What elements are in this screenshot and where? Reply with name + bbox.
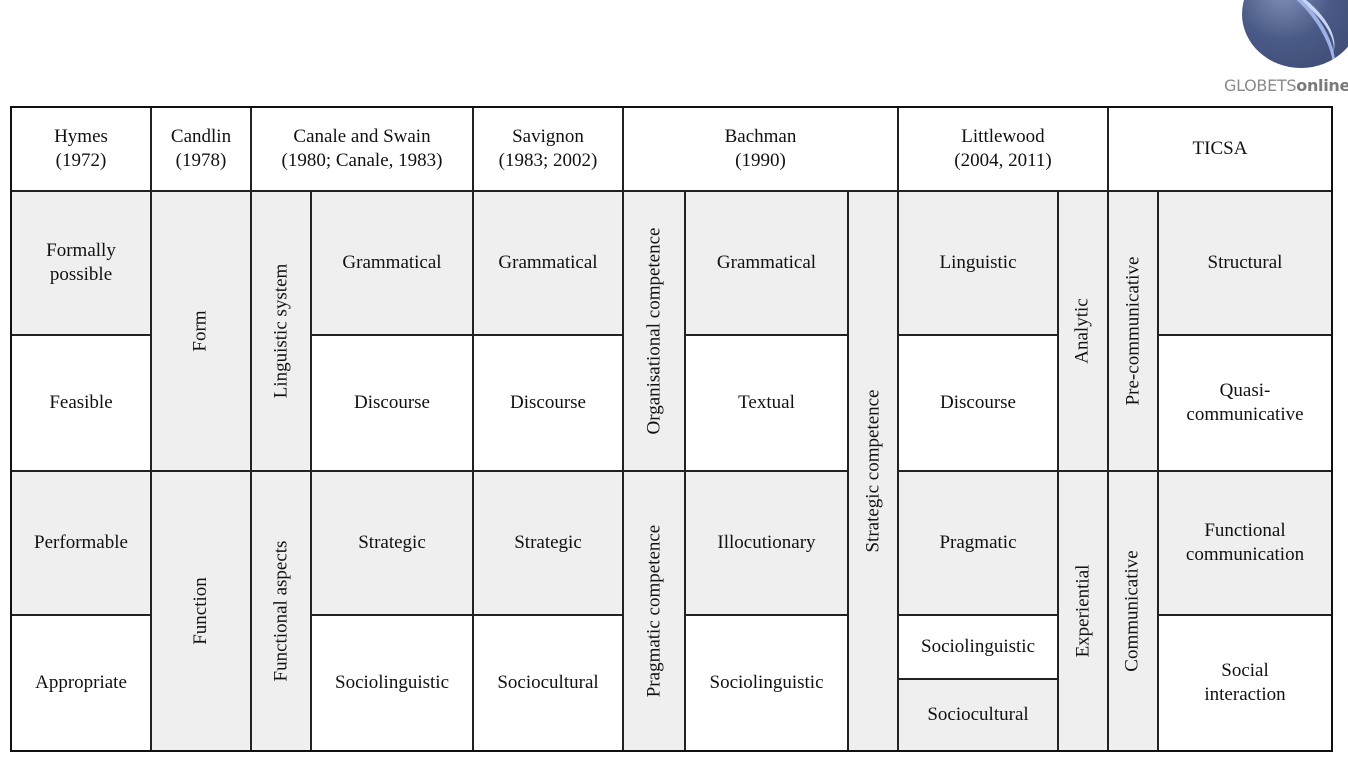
savignon-cell: Discourse <box>474 336 624 472</box>
bachman-strategic-competence: Strategic competence <box>849 192 899 750</box>
littlewood-group-analytic: Analytic <box>1059 192 1109 472</box>
ticsa-cell: Social interaction <box>1159 616 1331 750</box>
ticsa-group-pre-communicative: Pre-communicative <box>1109 192 1159 472</box>
canale-cell: Strategic <box>312 472 474 616</box>
littlewood-cell: Linguistic <box>899 192 1059 336</box>
canale-cell: Sociolinguistic <box>312 616 474 750</box>
canale-cell: Grammatical <box>312 192 474 336</box>
competence-comparison-table: Hymes(1972) Candlin(1978) Canale and Swa… <box>10 106 1333 752</box>
hymes-cell: Appropriate <box>12 616 152 750</box>
savignon-cell: Sociocultural <box>474 616 624 750</box>
savignon-cell: Grammatical <box>474 192 624 336</box>
ticsa-cell: Structural <box>1159 192 1331 336</box>
header-ticsa: TICSA <box>1109 108 1331 192</box>
candlin-function: Function <box>152 472 252 750</box>
header-hymes: Hymes(1972) <box>12 108 152 192</box>
canale-group-functional-aspects: Functional aspects <box>252 472 312 750</box>
canale-group-linguistic-system: Linguistic system <box>252 192 312 472</box>
bachman-cell: Grammatical <box>686 192 849 336</box>
header-candlin: Candlin(1978) <box>152 108 252 192</box>
bachman-cell: Textual <box>686 336 849 472</box>
ticsa-cell: Quasi-communicative <box>1159 336 1331 472</box>
globe-icon <box>1242 0 1348 68</box>
savignon-cell: Strategic <box>474 472 624 616</box>
littlewood-group-experiential: Experiential <box>1059 472 1109 750</box>
bachman-cell: Illocutionary <box>686 472 849 616</box>
header-littlewood: Littlewood(2004, 2011) <box>899 108 1109 192</box>
littlewood-cell: Sociocultural <box>899 680 1059 750</box>
header-savignon: Savignon(1983; 2002) <box>474 108 624 192</box>
bachman-group-pragmatic: Pragmatic competence <box>624 472 686 750</box>
hymes-cell: Feasible <box>12 336 152 472</box>
canale-cell: Discourse <box>312 336 474 472</box>
hymes-cell: Performable <box>12 472 152 616</box>
header-bachman: Bachman(1990) <box>624 108 899 192</box>
bachman-group-organisational: Organisational competence <box>624 192 686 472</box>
ticsa-cell: Functional communication <box>1159 472 1331 616</box>
littlewood-cell: Pragmatic <box>899 472 1059 616</box>
header-canale-swain: Canale and Swain(1980; Canale, 1983) <box>252 108 474 192</box>
globets-logo <box>1230 0 1348 70</box>
littlewood-cell: Sociolinguistic <box>899 616 1059 680</box>
littlewood-cell: Discourse <box>899 336 1059 472</box>
ticsa-group-communicative: Communicative <box>1109 472 1159 750</box>
logo-text: GLOBETSonline <box>1224 76 1348 95</box>
hymes-cell: Formally possible <box>12 192 152 336</box>
candlin-form: Form <box>152 192 252 472</box>
bachman-cell: Sociolinguistic <box>686 616 849 750</box>
